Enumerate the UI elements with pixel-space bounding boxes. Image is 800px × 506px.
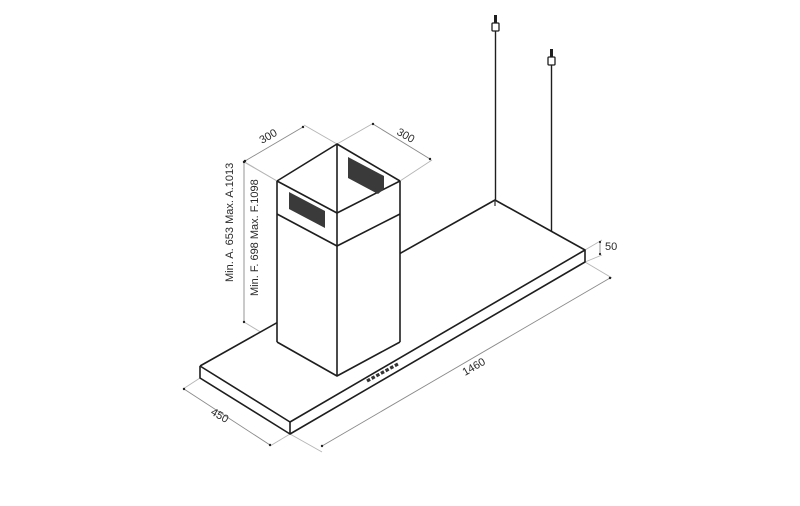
cable-back: [491, 15, 500, 217]
dimension-450: [182, 377, 291, 447]
vent-grille-left: [289, 192, 325, 228]
label-300-right: 300: [395, 126, 417, 146]
label-height-f: Min. F. 698 Max. F.1098: [249, 179, 261, 296]
control-panel: [366, 362, 399, 383]
dimension-300-right: [336, 122, 433, 182]
chimney-duct: [276, 143, 401, 377]
cable-front: [547, 49, 556, 251]
label-300-left: 300: [258, 127, 280, 147]
vent-grille-back: [348, 157, 384, 194]
label-height-a: Min. A. 653 Max. A.1013: [224, 163, 236, 282]
dimension-50: [584, 239, 603, 263]
label-50: 50: [605, 241, 617, 253]
label-1460: 1460: [461, 356, 488, 379]
dimension-1460: [289, 261, 613, 453]
label-450: 450: [209, 406, 231, 426]
dimension-lines: [182, 122, 613, 453]
